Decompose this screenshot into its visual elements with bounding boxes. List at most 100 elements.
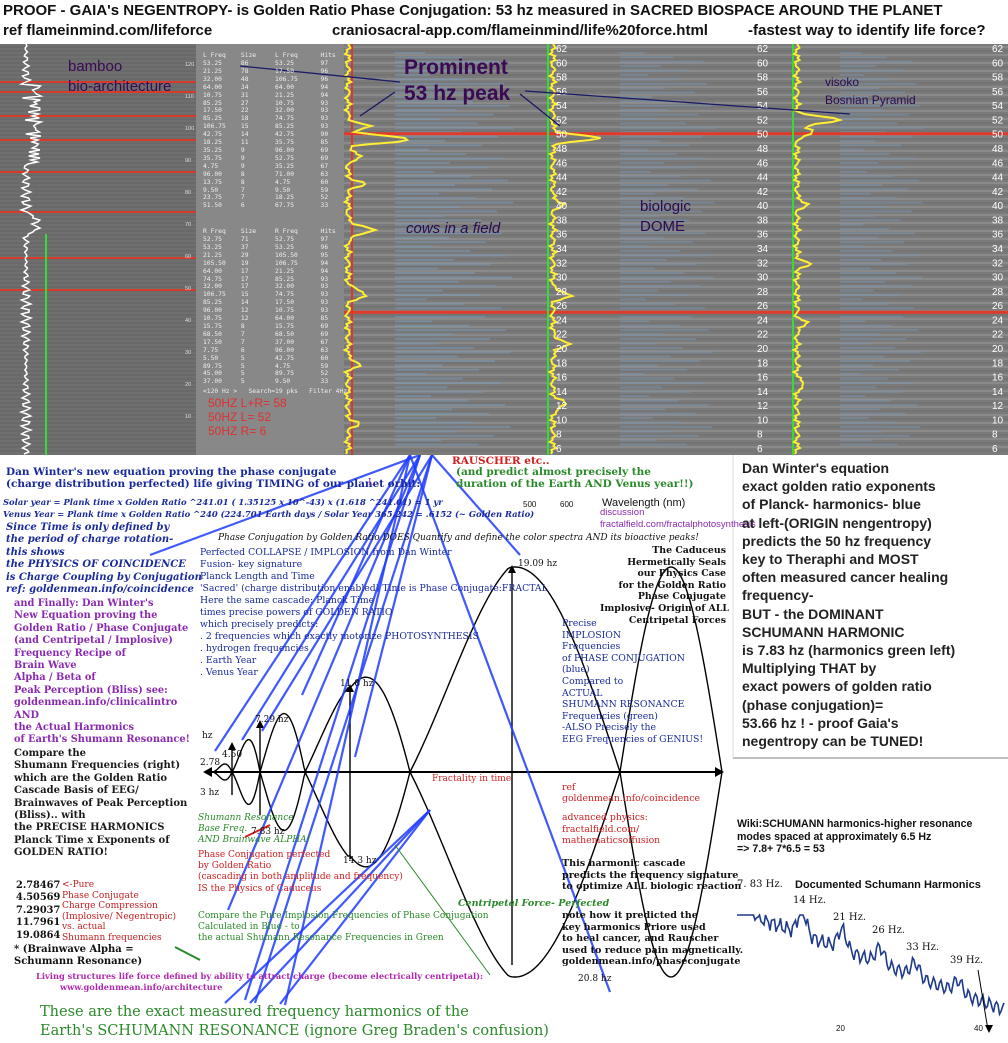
green-arrow bbox=[174, 946, 201, 961]
caduceus-line: Phase Conjugate bbox=[637, 591, 726, 603]
harmonic-line: to optimize ALL biologic reaction bbox=[562, 881, 742, 893]
scale-tick: 54 bbox=[757, 101, 769, 112]
table-bottom-row-line: 85.25 14 17.50 93 bbox=[203, 299, 329, 307]
phaseconj-line: IS the Physics of Caduceus bbox=[198, 883, 322, 894]
finally-line: Peak Perception (Bliss) see: bbox=[14, 684, 168, 696]
compare-pure-line: Compare the Pure Implosion Frequencies o… bbox=[198, 911, 489, 921]
fractality-label: Fractality in time bbox=[432, 774, 512, 784]
scale-tick: 38 bbox=[992, 215, 1004, 226]
right-panel-line: key to Theraphi and MOST bbox=[742, 551, 919, 568]
scale-tick: 28 bbox=[556, 287, 568, 298]
adv-line: mathematicsoffusion bbox=[562, 835, 661, 847]
right-panel-line: at left-(ORIGIN nengentropy) bbox=[742, 514, 932, 531]
sch-peak-1: 14 Hz. bbox=[793, 895, 827, 906]
right-panel-line: exact powers of golden ratio bbox=[742, 678, 932, 695]
hz-label-3: 7.29 hz bbox=[255, 715, 289, 725]
precise-line: SHUMANN RESONANCE bbox=[562, 699, 685, 711]
bamboo-label: bamboo bbox=[68, 58, 123, 75]
living-url: www.goldenmean.info/architecture bbox=[60, 982, 223, 992]
scale-tick: 22 bbox=[556, 330, 568, 341]
scale-tick: 20 bbox=[556, 344, 568, 355]
table-top-row-line: 42.75 14 42.75 90 bbox=[203, 131, 329, 139]
finally-line: (and Centripetal / Implosive) bbox=[14, 635, 173, 647]
cows-label: cows in a field bbox=[406, 220, 501, 237]
white-trace-bamboo bbox=[18, 44, 44, 455]
scale-tick: 38 bbox=[556, 215, 568, 226]
scale-tick: 50 bbox=[556, 130, 568, 141]
table-top-row-line: 18.25 11 35.75 85 bbox=[203, 139, 329, 147]
sch-peak-5: 39 Hz. bbox=[950, 955, 984, 966]
right-panel-line: negentropy can be TUNED! bbox=[742, 733, 924, 750]
scale-tick: 32 bbox=[556, 258, 568, 269]
solar-eq: Solar year = Plank time x Golden Ratio ^… bbox=[3, 497, 443, 507]
table-bottom-row-line: 68.50 7 68.50 69 bbox=[203, 330, 329, 338]
dome-label: DOME bbox=[640, 218, 685, 235]
scale-tick: 62 bbox=[556, 44, 568, 55]
table-bottom-row-line: 106.75 15 74.75 93 bbox=[203, 291, 329, 299]
sch-tick-20: 20 bbox=[836, 1024, 845, 1033]
title-line: Dan Winter's new equation proving the ph… bbox=[6, 466, 337, 478]
finally-line: of Earth's Shumann Resonance! bbox=[14, 734, 190, 746]
centripetal-text: Centripetal Force- Perfected bbox=[458, 898, 610, 909]
precise-line: (blue) bbox=[562, 664, 590, 676]
scale-tick: 62 bbox=[757, 44, 769, 55]
compare-pure-line: Calculated in Blue - to bbox=[198, 922, 300, 933]
perfected-line: times precise powers of GOLDEN RATIO bbox=[200, 607, 393, 618]
perfected-line: . 2 frequencies which exactly motorize P… bbox=[200, 631, 479, 642]
caduceus-graphic bbox=[149, 455, 1008, 1033]
scale-tick: 32 bbox=[757, 258, 769, 269]
bottom-line: These are the exact measured frequency h… bbox=[40, 1004, 469, 1020]
bottom-text: These are the exact measured frequency h… bbox=[40, 1003, 549, 1040]
compare-line: Cascade Basis of EEG/ bbox=[14, 785, 139, 797]
scale-tick: 46 bbox=[992, 158, 1004, 169]
table-bottom-header: R Freq Size R Freq Hits bbox=[203, 228, 336, 235]
wiki-text: Wiki:SCHUMANN harmonics-higher resonance… bbox=[737, 818, 972, 856]
note-line: note how it predicted the bbox=[562, 910, 698, 921]
compare-line: Compare the bbox=[14, 748, 87, 759]
scale-tick: 24 bbox=[992, 315, 1004, 326]
perfected-line: Fusion- key signature bbox=[200, 559, 303, 570]
arrow-dome bbox=[519, 93, 561, 127]
bamboo-tick: 70 bbox=[185, 222, 191, 228]
visoko-label: visoko bbox=[825, 75, 860, 89]
compare-pure-line: the actual Shumann Resonance Frequencies… bbox=[198, 933, 444, 944]
scale-tick: 34 bbox=[556, 244, 568, 255]
pure-line: vs. actual bbox=[62, 922, 106, 933]
scale-tick: 20 bbox=[992, 344, 1004, 355]
venus-eq: Venus Year = Plank time x Golden Ratio ^… bbox=[3, 509, 535, 519]
table-top-row-line: 35.25 9 96.00 69 bbox=[203, 146, 329, 154]
scale-tick: 16 bbox=[757, 373, 769, 384]
hz-label-9: 20.8 hz bbox=[578, 974, 612, 984]
hz-lr: 50HZ L+R= 58 bbox=[208, 396, 287, 410]
red-arrow-783 bbox=[244, 824, 271, 838]
scale-tick: 16 bbox=[556, 373, 568, 384]
scale-tick: 44 bbox=[556, 173, 568, 184]
wavelength-label: Wavelength (nm) bbox=[602, 497, 686, 509]
compare-line: GOLDEN RATIO! bbox=[14, 847, 108, 859]
perfected-line: Perfected COLLAPSE / IMPLOSION from Dan … bbox=[200, 547, 452, 558]
scale-mid: 6260585654525048464442403836343230282624… bbox=[757, 44, 769, 455]
precise-line: IMPLOSION bbox=[562, 629, 622, 641]
predict-line: duration of the Earth AND Venus year!!) bbox=[456, 478, 694, 491]
table-bg bbox=[196, 44, 344, 455]
schumann-chart-title: Documented Schumann Harmonics bbox=[795, 879, 981, 891]
adv-line: advanced physics: bbox=[562, 812, 648, 823]
table-top-row-line: 32.00 48 106.75 96 bbox=[203, 75, 329, 83]
table-bottom-row-line: 10.75 12 64.00 85 bbox=[203, 315, 329, 323]
phaseconj-line: (cascading in both amplitude and frequen… bbox=[198, 872, 403, 883]
table-bottom-row-line: 7.75 6 96.00 63 bbox=[203, 346, 329, 354]
scale-tick: 48 bbox=[556, 144, 568, 155]
bamboo-tick: 10 bbox=[185, 414, 191, 420]
table-top-row-line: 64.00 34 64.00 94 bbox=[203, 83, 329, 91]
axis-arrow-right bbox=[715, 767, 724, 777]
table-bottom-row-line: 15.75 8 15.75 69 bbox=[203, 322, 329, 330]
note-line: used to reduce pain magnetically. bbox=[562, 944, 744, 956]
caduceus-wave-lower bbox=[211, 566, 723, 978]
bamboo-tick: 20 bbox=[185, 382, 191, 388]
pure-line: Shumann frequencies bbox=[62, 932, 162, 943]
scale-tick: 44 bbox=[757, 173, 769, 184]
